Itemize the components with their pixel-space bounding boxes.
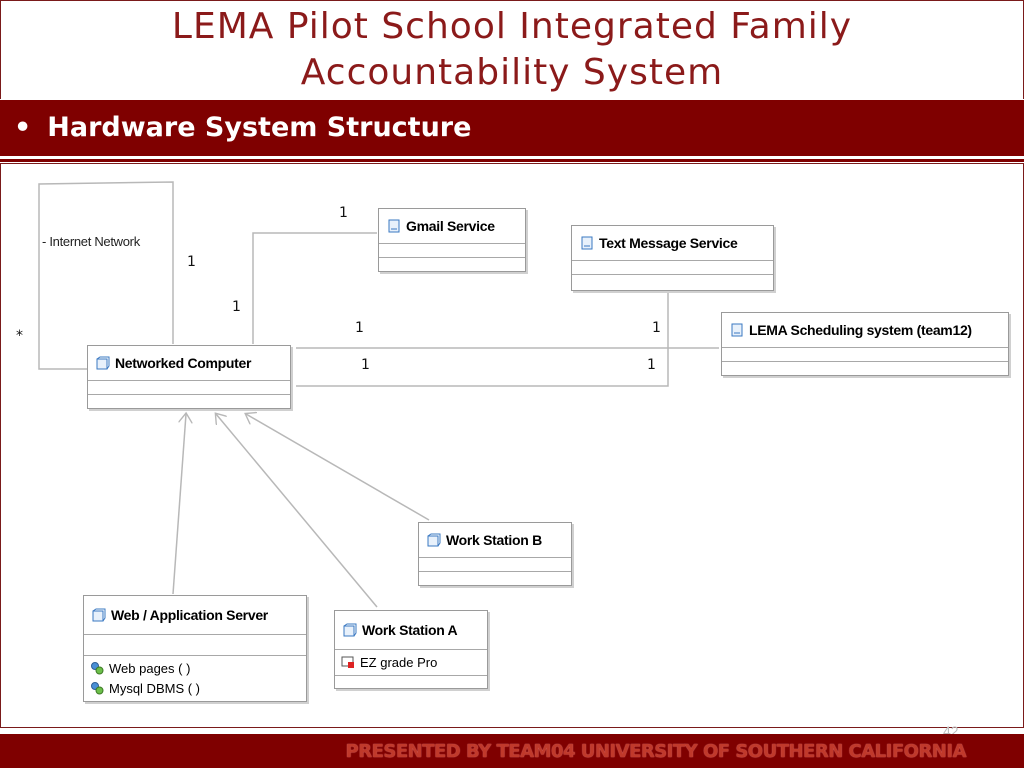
gmail-connector: [252, 232, 377, 344]
compartment: [88, 380, 290, 394]
multiplicity-lema-right: 1: [652, 320, 661, 336]
node-icon: [427, 533, 441, 547]
networked-computer-header: Networked Computer: [88, 346, 290, 380]
diagram-frame: - Internet Network * 1 1 1 1 1 1 1 Gmail…: [0, 163, 1024, 728]
work-station-a-node[interactable]: Work Station A EZ grade Pro: [334, 610, 488, 689]
node-icon: [96, 356, 110, 370]
footer-bar: PRESENTED BY TEAM04 UNIVERSITY OF SOUTHE…: [0, 734, 1024, 768]
subtitle-text: Hardware System Structure: [47, 112, 472, 143]
multiplicity-gmail-top: 1: [339, 205, 348, 221]
multiplicity-text-right: 1: [647, 357, 656, 373]
program-icon: [341, 656, 354, 668]
connector-layer: [38, 181, 719, 608]
multiplicity-text-left: 1: [361, 357, 370, 373]
gmail-service-component[interactable]: Gmail Service: [378, 208, 526, 272]
internet-network-note: - Internet Network: [42, 234, 140, 249]
text-message-service-component[interactable]: Text Message Service: [571, 225, 774, 291]
compartment: [572, 274, 773, 290]
component-icon: [388, 219, 400, 233]
artifact-item[interactable]: EZ grade Pro: [341, 652, 481, 672]
work-station-b-header: Work Station B: [419, 523, 571, 557]
component-icon: [581, 236, 593, 250]
compartment: [84, 634, 306, 655]
title-box: [0, 0, 1024, 99]
self-loop-connector: [38, 181, 174, 370]
compartment: [379, 257, 525, 271]
gears-icon: [91, 682, 104, 695]
multiplicity-gmail-bottom: 1: [232, 299, 241, 315]
web-application-server-node[interactable]: Web / Application Server Web pages ( ) M…: [83, 595, 307, 702]
work-station-b-node[interactable]: Work Station B: [418, 522, 572, 586]
gmail-service-label: Gmail Service: [406, 218, 495, 234]
node-icon: [343, 623, 357, 637]
artifact-label: Mysql DBMS ( ): [109, 680, 200, 696]
slide-title-line-1: LEMA Pilot School Integrated Family: [171, 6, 853, 47]
compartment: [572, 260, 773, 274]
compartment: [419, 571, 571, 585]
gmail-service-header: Gmail Service: [379, 209, 525, 243]
artifact-item[interactable]: Mysql DBMS ( ): [90, 678, 300, 698]
work-station-a-header: Work Station A: [335, 611, 487, 649]
compartment: [335, 675, 487, 688]
text-message-service-header: Text Message Service: [572, 226, 773, 260]
lema-scheduling-label: LEMA Scheduling system (team12): [749, 322, 972, 338]
subtitle: • Hardware System Structure: [14, 110, 471, 146]
artifact-label: Web pages ( ): [109, 660, 191, 676]
compartment: [419, 557, 571, 571]
slide-title: LEMA Pilot School Integrated Family Acco…: [0, 4, 1024, 96]
networked-computer-node[interactable]: Networked Computer: [87, 345, 291, 409]
compartment: [88, 394, 290, 408]
text-message-connector: [296, 289, 669, 387]
work-station-b-label: Work Station B: [446, 532, 542, 548]
work-station-a-arrow: [216, 414, 378, 608]
multiplicity-lema-left: 1: [355, 320, 364, 336]
web-server-arrow: [172, 414, 186, 595]
compartment: [722, 361, 1008, 375]
lema-scheduling-component[interactable]: LEMA Scheduling system (team12): [721, 312, 1009, 376]
web-application-server-label: Web / Application Server: [111, 607, 268, 623]
lema-scheduling-header: LEMA Scheduling system (team12): [722, 313, 1008, 347]
compartment: [379, 243, 525, 257]
component-icon: [731, 323, 743, 337]
text-message-service-label: Text Message Service: [599, 235, 738, 251]
artifact-list: EZ grade Pro: [335, 649, 487, 675]
footer-text: PRESENTED BY TEAM04 UNIVERSITY OF SOUTHE…: [345, 741, 967, 762]
web-application-server-header: Web / Application Server: [84, 596, 306, 634]
compartment: [722, 347, 1008, 361]
artifact-item[interactable]: Web pages ( ): [90, 658, 300, 678]
artifact-label: EZ grade Pro: [360, 654, 438, 670]
networked-computer-label: Networked Computer: [115, 355, 252, 371]
multiplicity-loop: 1: [187, 254, 196, 270]
slide-title-line-2: Accountability System: [300, 52, 724, 93]
multiplicity-star: *: [16, 328, 23, 344]
node-icon: [92, 608, 106, 622]
bullet: •: [14, 112, 32, 143]
gears-icon: [91, 662, 104, 675]
work-station-b-arrow: [246, 414, 430, 521]
work-station-a-label: Work Station A: [362, 622, 458, 638]
artifact-list: Web pages ( ) Mysql DBMS ( ): [84, 655, 306, 701]
subtitle-bar: • Hardware System Structure: [0, 100, 1024, 159]
